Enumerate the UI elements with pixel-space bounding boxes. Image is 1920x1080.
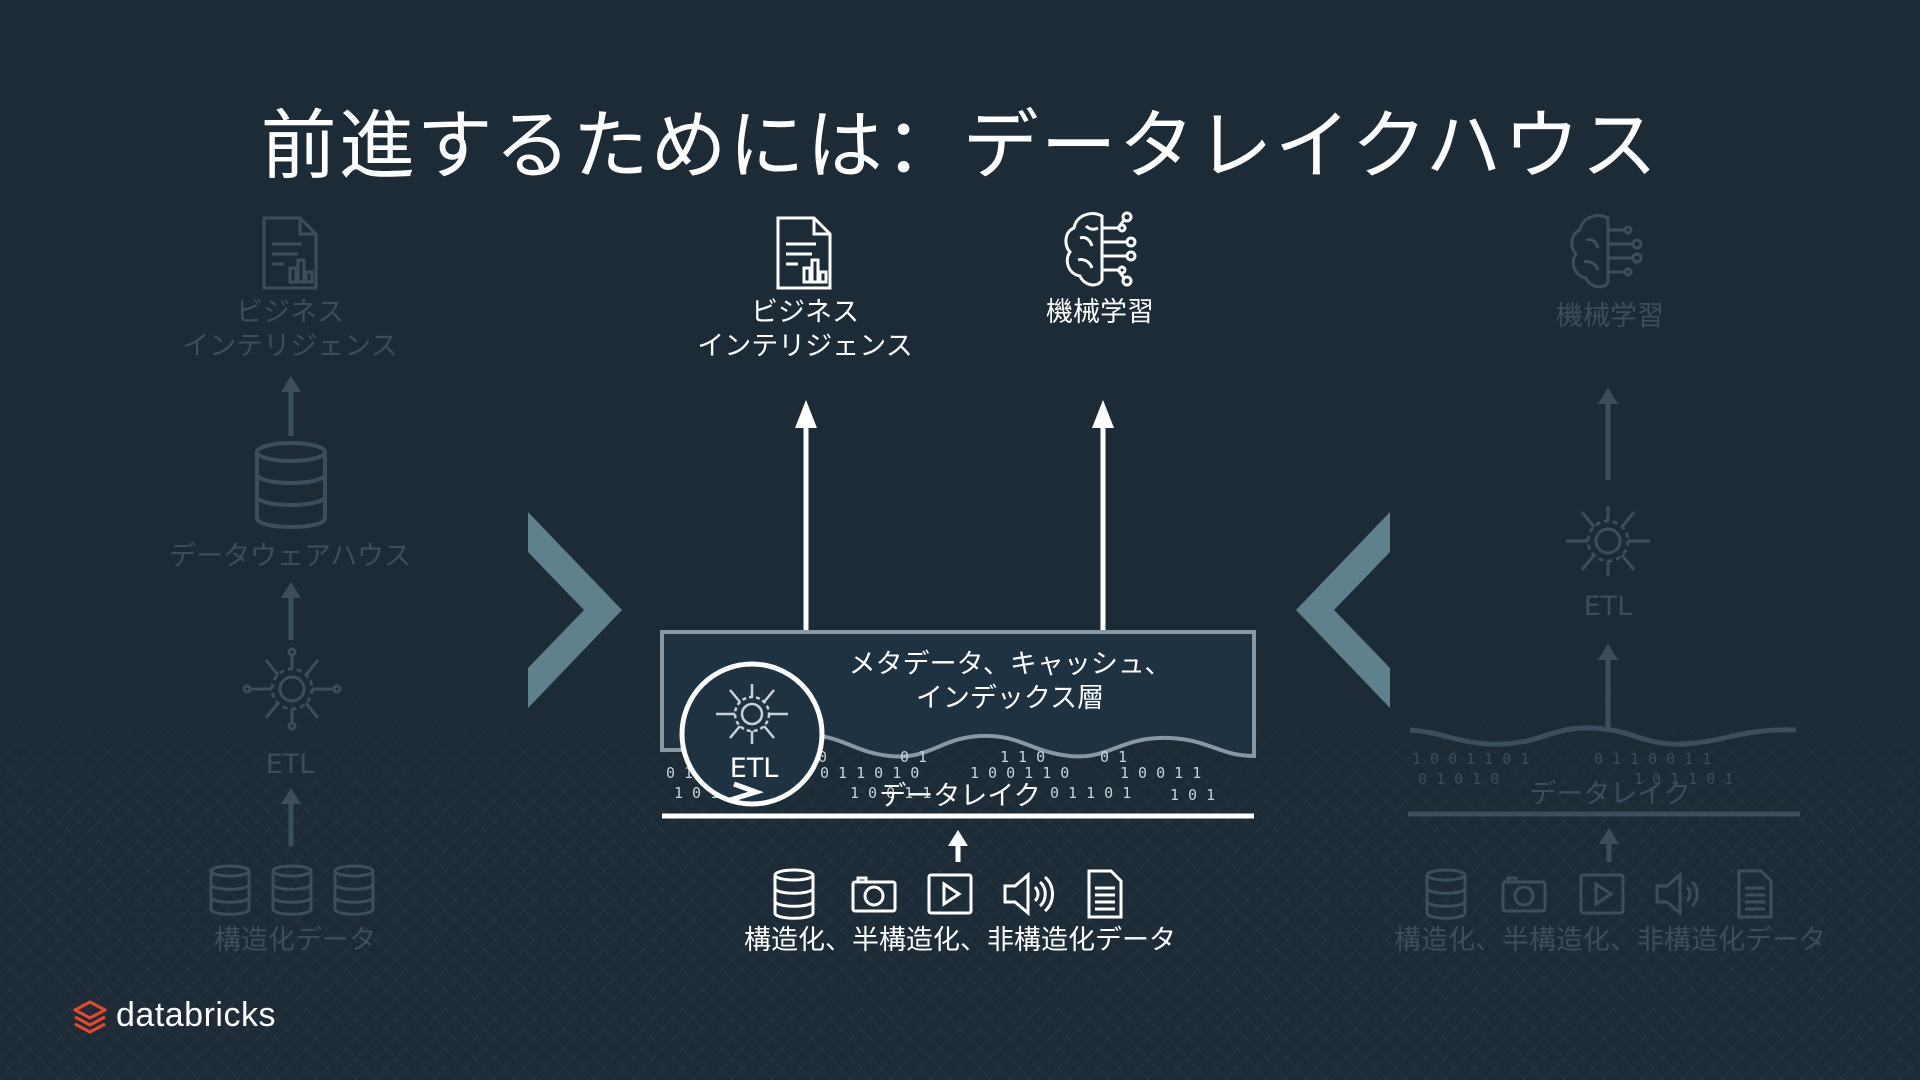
report-icon — [776, 216, 832, 290]
center-etl-label: ETL — [729, 753, 779, 784]
brain-icon — [1570, 214, 1643, 289]
video-icon — [1579, 873, 1625, 915]
svg-text:0 1: 0 1 — [900, 748, 927, 766]
etl-circle — [679, 661, 825, 807]
center-bi-label: ビジネスインテリジェンス — [697, 297, 913, 362]
right-ml-label: 機械学習 — [1556, 301, 1664, 332]
arrow-up-icon — [281, 582, 301, 640]
left-etl-label: ETL — [265, 749, 315, 780]
arrow-up-to-bi — [795, 400, 817, 634]
database-icon — [271, 864, 313, 916]
speaker-icon — [1003, 871, 1054, 917]
svg-text:1 0 0 1 1 0 1: 1 0 0 1 1 0 1 — [1412, 750, 1529, 768]
etl-chip-icon — [1566, 506, 1650, 576]
database-icon — [773, 868, 815, 920]
svg-text:1 0 0 1 1 0: 1 0 0 1 1 0 — [970, 764, 1069, 782]
arrow-up-to-ml — [1092, 400, 1114, 634]
camera-icon — [1501, 876, 1547, 913]
video-icon — [927, 873, 973, 915]
center-lake-label: データレイク — [879, 781, 1041, 812]
faded-lake: 1 0 0 1 1 0 1 0 1 1 0 0 1 1 0 1 0 1 0 1 0 … — [1408, 725, 1800, 817]
arrow-up-icon — [281, 376, 301, 436]
databricks-logo: databricks — [72, 996, 276, 1035]
database-icon — [255, 441, 327, 529]
arrow-up-icon — [1598, 644, 1618, 732]
arrow-up-to-lake — [948, 830, 968, 862]
arrow-up-icon — [1599, 828, 1619, 862]
document-icon — [1737, 869, 1773, 919]
database-icon — [333, 864, 375, 916]
center-ml-label: 機械学習 — [1046, 297, 1154, 328]
etl-chip-icon — [242, 647, 342, 731]
left-bi-label: ビジネスインテリジェンス — [182, 297, 398, 362]
databricks-logo-icon — [73, 999, 107, 1034]
camera-icon — [851, 876, 897, 913]
svg-text:0 1 1 0 1: 0 1 1 0 1 — [1050, 784, 1131, 802]
svg-text:0 1 0 1 0: 0 1 0 1 0 — [1418, 770, 1499, 788]
svg-text:1 0 0 1 1: 1 0 0 1 1 — [1120, 764, 1201, 782]
brain-icon — [1064, 211, 1137, 287]
page-title: 前進するためには：データレイクハウス — [260, 101, 1660, 190]
left-warehouse-label: データウェアハウス — [169, 541, 411, 572]
arrow-up-icon — [1598, 388, 1618, 480]
chevron-left-icon — [1296, 512, 1390, 708]
svg-text:1 0 0 1 1: 1 0 0 1 1 — [850, 784, 931, 802]
right-etl-label: ETL — [1583, 591, 1633, 622]
left-structured-label: 構造化データ — [214, 925, 376, 956]
svg-text:0 1 1 0 0 1 1: 0 1 1 0 0 1 1 — [1594, 750, 1711, 768]
center-sources-label: 構造化、半構造化、非構造化データ — [744, 925, 1176, 956]
svg-text:0 1 1 0 1 0: 0 1 1 0 1 0 — [820, 764, 919, 782]
svg-text:1 1 0: 1 1 0 — [1000, 748, 1045, 766]
chevron-right-icon — [528, 512, 622, 708]
report-icon — [262, 216, 318, 290]
metadata-layer-label: メタデータ、キャッシュ、インデックス層 — [848, 649, 1172, 714]
arrow-up-icon — [281, 788, 301, 846]
document-icon — [1087, 869, 1123, 919]
brand-name: databricks — [116, 996, 276, 1034]
speaker-icon — [1655, 871, 1699, 917]
right-sources-label: 構造化、半構造化、非構造化データ — [1394, 925, 1826, 956]
right-lake-label: データレイク — [1529, 779, 1691, 810]
database-icon — [1425, 868, 1467, 920]
svg-text:1 0 1 1 0 1: 1 0 1 1 0 1 — [1634, 770, 1733, 788]
svg-text:0 1: 0 1 — [1100, 748, 1127, 766]
database-icon — [209, 864, 251, 916]
svg-text:1 0 1: 1 0 1 — [1170, 786, 1215, 804]
